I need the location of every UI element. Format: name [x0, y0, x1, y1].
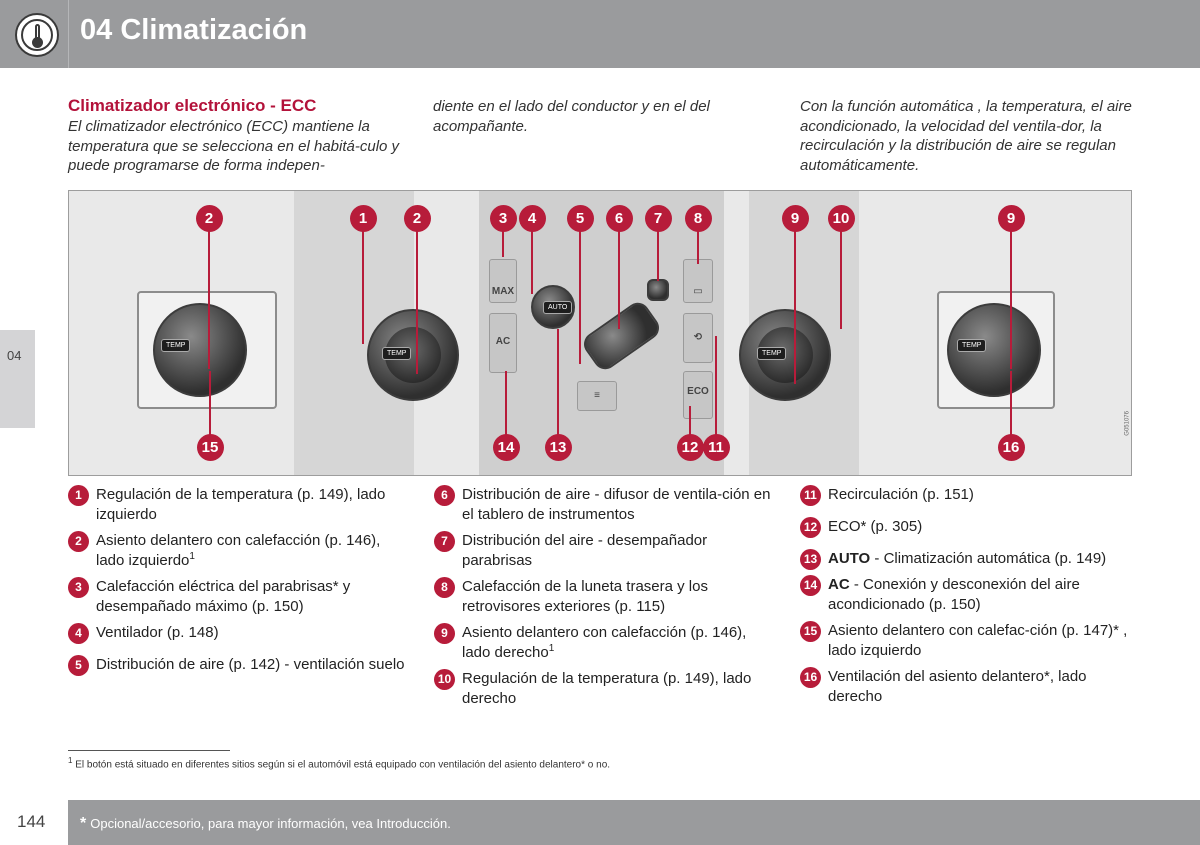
chapter-header: 04 Climatización: [0, 0, 1200, 68]
climate-panel-illustration: TEMP TEMP MAX AC AUTO ▭ ⟲ ECO ≡ TEMP TEM…: [68, 190, 1132, 476]
footnote-rule: [68, 750, 230, 751]
temp-tag-right: TEMP: [957, 339, 986, 352]
callout-14: 14: [493, 434, 520, 461]
optional-accessory-note: *Opcional/accesorio, para mayor informac…: [80, 815, 451, 833]
vent-grille: ≡: [577, 381, 617, 411]
seat-control-inset-left: TEMP: [137, 291, 277, 409]
side-tab-label: 04: [7, 348, 21, 363]
callout-11: 11: [703, 434, 730, 461]
callout-16: 16: [998, 434, 1025, 461]
callout-2-left: 2: [196, 205, 223, 232]
callout-5: 5: [567, 205, 594, 232]
eco-button: ECO: [683, 371, 713, 419]
temperature-knob-left: [367, 309, 459, 401]
intro-column-3: Con la función automática , la temperatu…: [800, 97, 1135, 175]
figure-code: G051076: [1125, 411, 1131, 436]
callout-15: 15: [197, 434, 224, 461]
chapter-title: 04 Climatización: [80, 14, 307, 47]
callout-10: 10: [828, 205, 855, 232]
ac-button: AC: [489, 313, 517, 373]
defrost-button-small: [647, 279, 669, 301]
max-defrost-button: MAX: [489, 259, 517, 303]
footnote: 1 El botón está situado en diferentes si…: [68, 756, 610, 770]
temp-tag-knob-left: TEMP: [382, 347, 411, 360]
callout-12: 12: [677, 434, 704, 461]
page-number: 144: [17, 812, 45, 832]
callout-9-right: 9: [998, 205, 1025, 232]
temp-tag-knob-right: TEMP: [757, 347, 786, 360]
callout-4: 4: [519, 205, 546, 232]
callout-2: 2: [404, 205, 431, 232]
callout-3: 3: [490, 205, 517, 232]
header-divider: [68, 0, 69, 68]
callout-8: 8: [685, 205, 712, 232]
auto-button: AUTO: [543, 301, 572, 314]
rear-defrost-button: ▭: [683, 259, 713, 303]
intro-column-2: diente en el lado del conductor y en el …: [433, 97, 763, 136]
temp-tag-left: TEMP: [161, 339, 190, 352]
thermometer-icon: [15, 13, 59, 57]
callout-1: 1: [350, 205, 377, 232]
callout-6: 6: [606, 205, 633, 232]
recirculation-button: ⟲: [683, 313, 713, 363]
callout-7: 7: [645, 205, 672, 232]
callout-9: 9: [782, 205, 809, 232]
intro-text-1: El climatizador electrónico (ECC) mantie…: [68, 117, 408, 176]
callout-13: 13: [545, 434, 572, 461]
chapter-side-tab: 04: [0, 330, 35, 428]
seat-control-inset-right: TEMP: [937, 291, 1055, 409]
section-title: Climatizador electrónico - ECC: [68, 95, 408, 117]
intro-column-1: Climatizador electrónico - ECC El climat…: [68, 95, 408, 176]
